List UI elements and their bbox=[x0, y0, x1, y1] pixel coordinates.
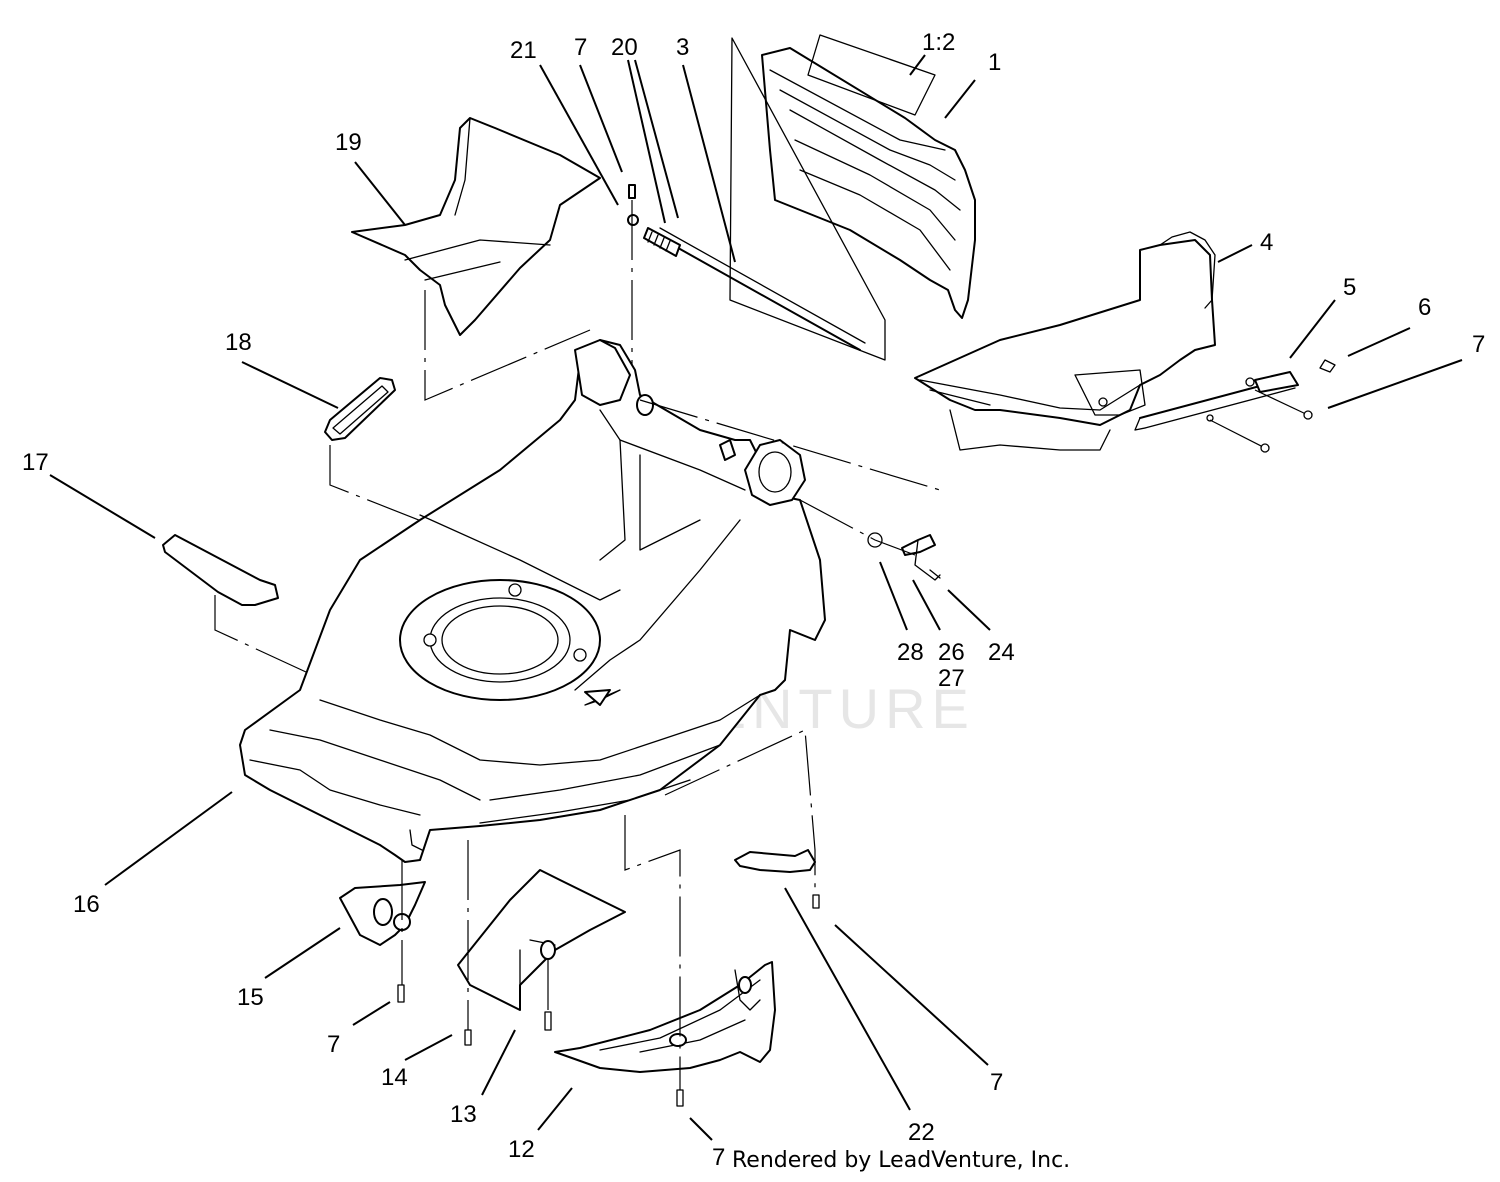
part-24-adjuster bbox=[867, 532, 941, 581]
part-13-baffle bbox=[457, 869, 626, 1011]
callout-20: 20 bbox=[611, 34, 638, 61]
render-credit: Rendered by LeadVenture, Inc. bbox=[732, 1148, 1070, 1173]
callout-24: 24 bbox=[988, 639, 1015, 666]
callout-labels: 21 7 20 3 1:2 1 19 4 5 6 7 18 17 28 26 2… bbox=[22, 29, 1485, 1171]
callout-17: 17 bbox=[22, 449, 49, 476]
part-7-screw-a bbox=[1303, 410, 1313, 420]
part-7-bolt-left bbox=[397, 984, 405, 1003]
part-21-washer-bolt bbox=[627, 184, 639, 226]
callout-18: 18 bbox=[225, 329, 252, 356]
callout-12: 12 bbox=[508, 1136, 535, 1163]
leader-lines bbox=[49, 54, 1463, 1141]
callout-19: 19 bbox=[335, 129, 362, 156]
part-4-discharge-door bbox=[914, 231, 1216, 451]
callout-3: 3 bbox=[676, 34, 689, 61]
part-18-grip bbox=[324, 377, 396, 441]
callout-13: 13 bbox=[450, 1101, 477, 1128]
callout-5: 5 bbox=[1343, 274, 1356, 301]
part-13-bolt bbox=[544, 1011, 552, 1031]
phantom-line-door bbox=[639, 399, 941, 491]
part-7-bolt-mid bbox=[812, 894, 820, 909]
callout-28: 28 bbox=[897, 639, 924, 666]
part-7-bolt-bottom bbox=[676, 1089, 684, 1107]
part-15-bracket bbox=[339, 881, 426, 946]
phantom-line-7a bbox=[1254, 389, 1309, 416]
callout-1: 1 bbox=[988, 49, 1001, 76]
callout-7-right: 7 bbox=[1472, 331, 1485, 358]
phantom-line-12 bbox=[624, 815, 681, 1090]
callout-1-2: 1:2 bbox=[922, 29, 955, 56]
part-16-deck-housing bbox=[239, 339, 826, 863]
callout-26: 26 bbox=[938, 639, 965, 666]
part-5-hinge-rod bbox=[1134, 359, 1336, 431]
part-3-rod bbox=[654, 227, 866, 351]
callout-6: 6 bbox=[1418, 294, 1431, 321]
callout-22: 22 bbox=[908, 1119, 935, 1146]
callout-7-mid: 7 bbox=[990, 1069, 1003, 1096]
part-20-spring bbox=[643, 227, 681, 257]
callout-7-left: 7 bbox=[327, 1031, 340, 1058]
part-1-panel-outline bbox=[729, 37, 886, 361]
part-19-shield bbox=[351, 117, 601, 336]
phantom-line-7b bbox=[1209, 419, 1266, 449]
phantom-line-24 bbox=[799, 499, 916, 556]
callout-15: 15 bbox=[237, 984, 264, 1011]
phantom-line-22 bbox=[664, 729, 816, 895]
part-1-rear-cover bbox=[761, 34, 976, 319]
part-7-screw-b bbox=[1260, 443, 1270, 453]
callout-27: 27 bbox=[938, 665, 965, 692]
phantom-line-17 bbox=[214, 595, 346, 691]
callout-7-bottom: 7 bbox=[712, 1144, 725, 1171]
part-17-plate bbox=[162, 534, 279, 606]
part-14-bolt bbox=[464, 1029, 472, 1046]
callout-7-top: 7 bbox=[574, 34, 587, 61]
phantom-line-19 bbox=[424, 290, 591, 401]
callout-21: 21 bbox=[510, 37, 537, 64]
callout-4: 4 bbox=[1260, 229, 1273, 256]
callout-16: 16 bbox=[73, 891, 100, 918]
part-22-bracket bbox=[734, 849, 816, 873]
callout-14: 14 bbox=[381, 1064, 408, 1091]
part-12-mulch-plug bbox=[554, 961, 776, 1073]
